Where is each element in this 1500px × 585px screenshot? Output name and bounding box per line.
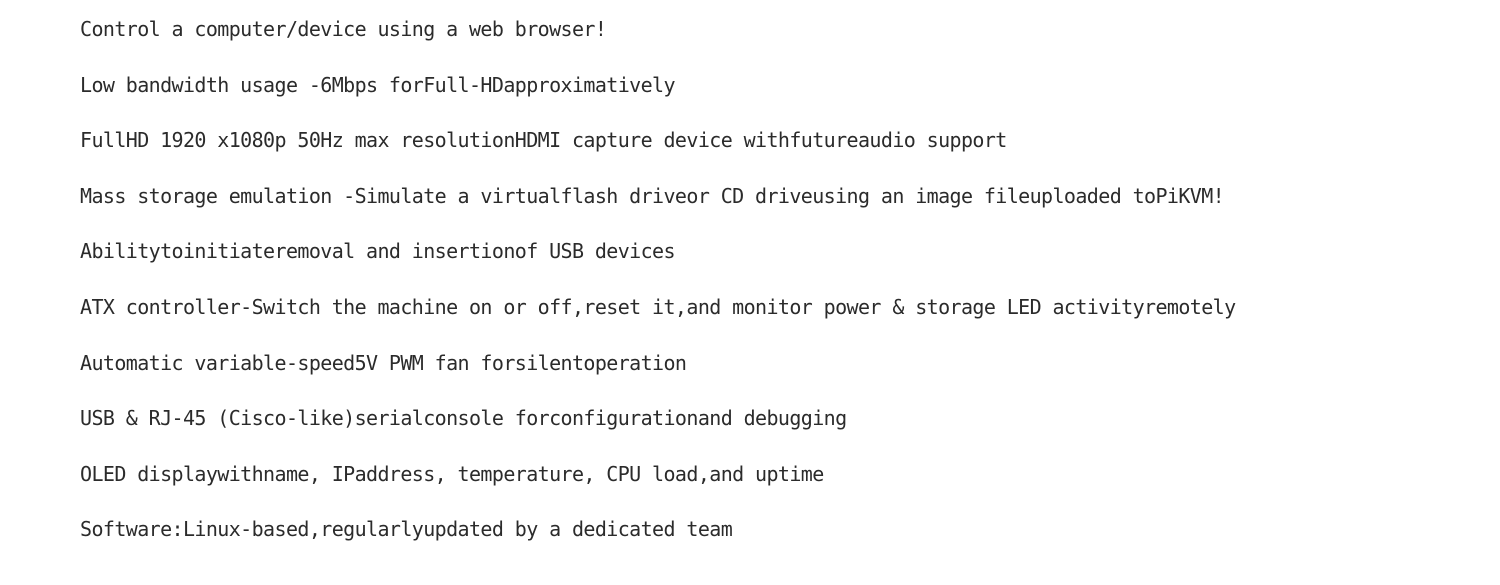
feature-software: Software:Linux-based,regularlyupdated by… bbox=[80, 517, 733, 542]
feature-oled-display: OLED displaywithname, IPaddress, tempera… bbox=[80, 461, 824, 486]
feature-pwm-fan: Automatic variable-speed5V PWM fan forsi… bbox=[80, 350, 687, 375]
feature-atx-controller: ATX controller-Switch the machine on or … bbox=[80, 294, 1236, 319]
feature-usb-reconnect: Abilitytoinitiateremoval and insertionof… bbox=[80, 239, 676, 264]
feature-low-bandwidth: Low bandwidth usage -6Mbps forFull-HDapp… bbox=[80, 72, 676, 97]
feature-remote-control: Control a computer/device using a web br… bbox=[80, 17, 607, 41]
feature-list: Control a computer/device using a web br… bbox=[80, 11, 1236, 567]
feature-mass-storage: Mass storage emulation -Simulate a virtu… bbox=[80, 183, 1225, 208]
feature-serial-console: USB & RJ-45 (Cisco-like)serialconsole fo… bbox=[80, 406, 847, 431]
feature-fullhd-capture: FullHD 1920 x1080p 50Hz max resolutionHD… bbox=[80, 128, 1007, 153]
